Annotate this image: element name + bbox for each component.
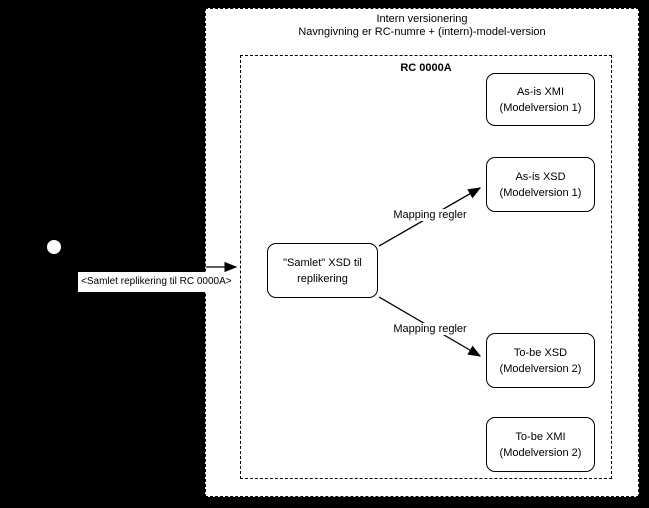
node-label-line2: (Modelversion 1) xyxy=(499,101,582,114)
outer-group-title-line2: Navngivning er RC-numre + (intern)-model… xyxy=(298,26,546,38)
node-label-line2: (Modelversion 2) xyxy=(499,362,582,375)
edge-label-samlet-replikering[interactable]: <Samlet replikering til RC 0000A> xyxy=(78,272,235,292)
node-samlet-xsd-til-replikering[interactable]: "Samlet" XSD til replikering xyxy=(267,243,378,298)
outer-group-title: Intern versionering Navngivning er RC-nu… xyxy=(206,13,638,39)
inner-group-title: RC 0000A xyxy=(400,62,452,74)
node-label-line2: (Modelversion 2) xyxy=(499,446,582,459)
inner-group-rc0000a[interactable]: RC 0000A xyxy=(240,55,612,479)
node-label-line1: As-is XMI xyxy=(516,85,565,98)
outer-group-title-line1: Intern versionering xyxy=(376,13,468,25)
node-as-is-xsd[interactable]: As-is XSD (Modelversion 1) xyxy=(486,157,595,212)
node-label-line1: To-be XSD xyxy=(513,346,568,359)
node-label-line1: "Samlet" XSD til xyxy=(283,256,362,269)
node-label-line2: (Modelversion 1) xyxy=(499,186,582,199)
node-to-be-xsd[interactable]: To-be XSD (Modelversion 2) xyxy=(486,333,595,388)
node-to-be-xmi[interactable]: To-be XMI (Modelversion 2) xyxy=(486,417,595,472)
node-label-line2: replikering xyxy=(297,272,348,285)
edge-label-mapping-regler-top[interactable]: Mapping regler xyxy=(391,209,469,221)
node-label-line1: As-is XSD xyxy=(515,170,566,183)
node-label-line1: To-be XMI xyxy=(515,430,566,443)
start-node-circle[interactable] xyxy=(47,240,61,254)
node-as-is-xmi[interactable]: As-is XMI (Modelversion 1) xyxy=(486,73,595,126)
edge-label-mapping-regler-bottom[interactable]: Mapping regler xyxy=(391,323,469,335)
